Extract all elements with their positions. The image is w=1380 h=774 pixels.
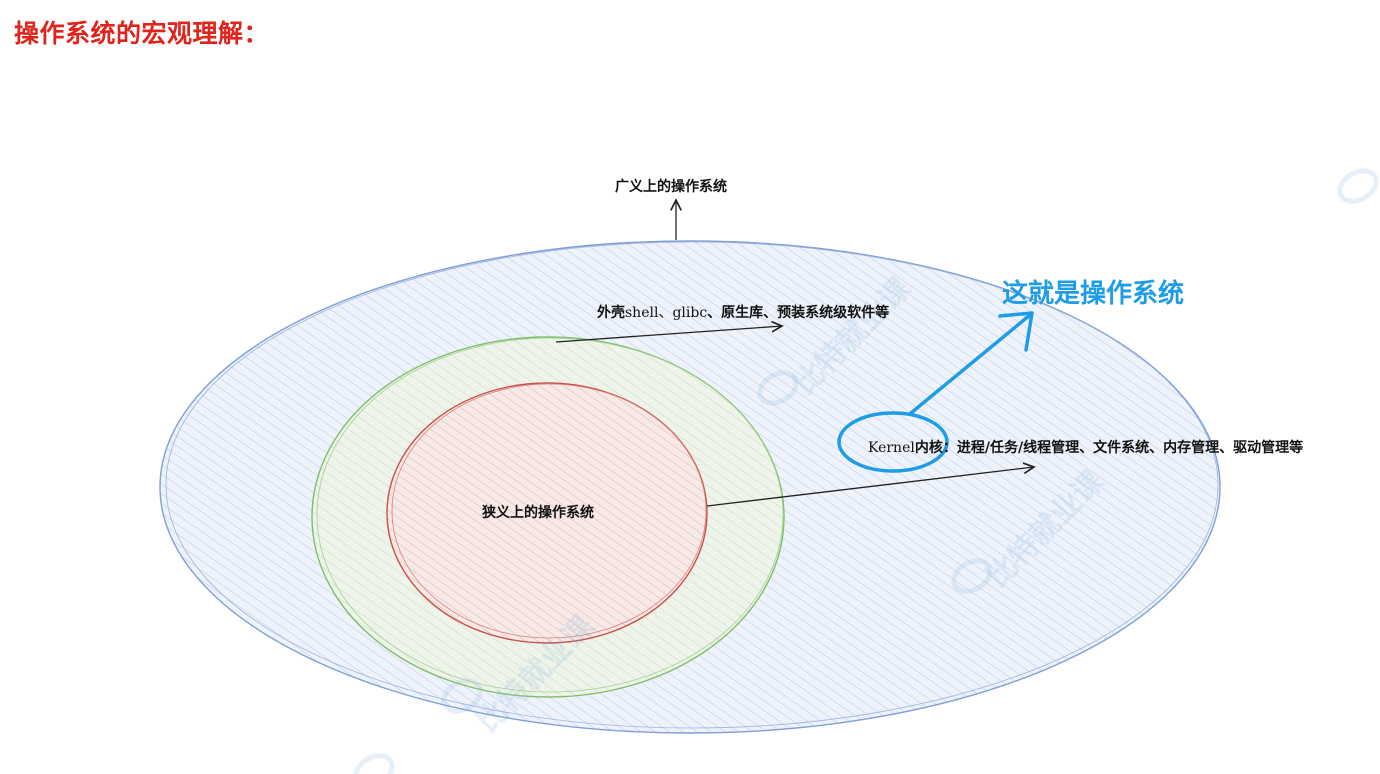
kernel-label-arrow (706, 467, 1034, 507)
kernel-highlight-circle (837, 411, 949, 473)
middle-label-arrow (555, 326, 782, 343)
middle-label-suffix: 、原生库、预装系统级软件等 (707, 305, 890, 321)
page-title: 操作系统的宏观理解： (14, 19, 270, 48)
inner-label: 狭义上的操作系统 (482, 505, 594, 521)
kernel-label: Kernel内核：进程/任务/线程管理、文件系统、内存管理、驱动管理等 (868, 437, 1303, 457)
outer-label: 广义上的操作系统 (615, 179, 727, 195)
middle-label-prefix: 外壳 (597, 305, 625, 321)
kernel-keyword: Kernel (868, 440, 915, 456)
highlight-label: 这就是操作系统 (1002, 279, 1185, 309)
kernel-label-text: 内核：进程/任务/线程管理、文件系统、内存管理、驱动管理等 (914, 440, 1304, 456)
highlight-arrow (909, 311, 1034, 415)
inner-circle (386, 382, 708, 644)
middle-label: 外壳shell、glibc、原生库、预装系统级软件等 (597, 302, 889, 322)
middle-label-keyword: shell、glibc (625, 305, 708, 321)
